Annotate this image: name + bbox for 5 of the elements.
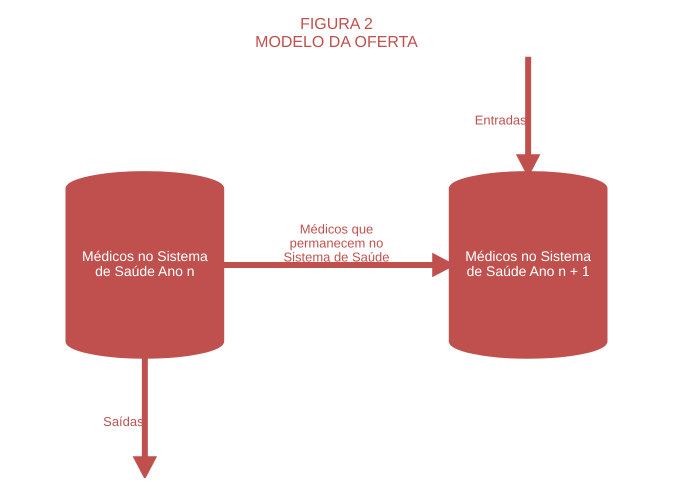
diagram-title: FIGURA 2 [300, 16, 373, 33]
edge-label: Saídas [103, 414, 144, 430]
edge-label: Médicos que permanecem no Sistema de Saúde [284, 221, 390, 264]
caption: MODELO DA OFERTA [255, 34, 418, 51]
arrow [132, 358, 158, 478]
